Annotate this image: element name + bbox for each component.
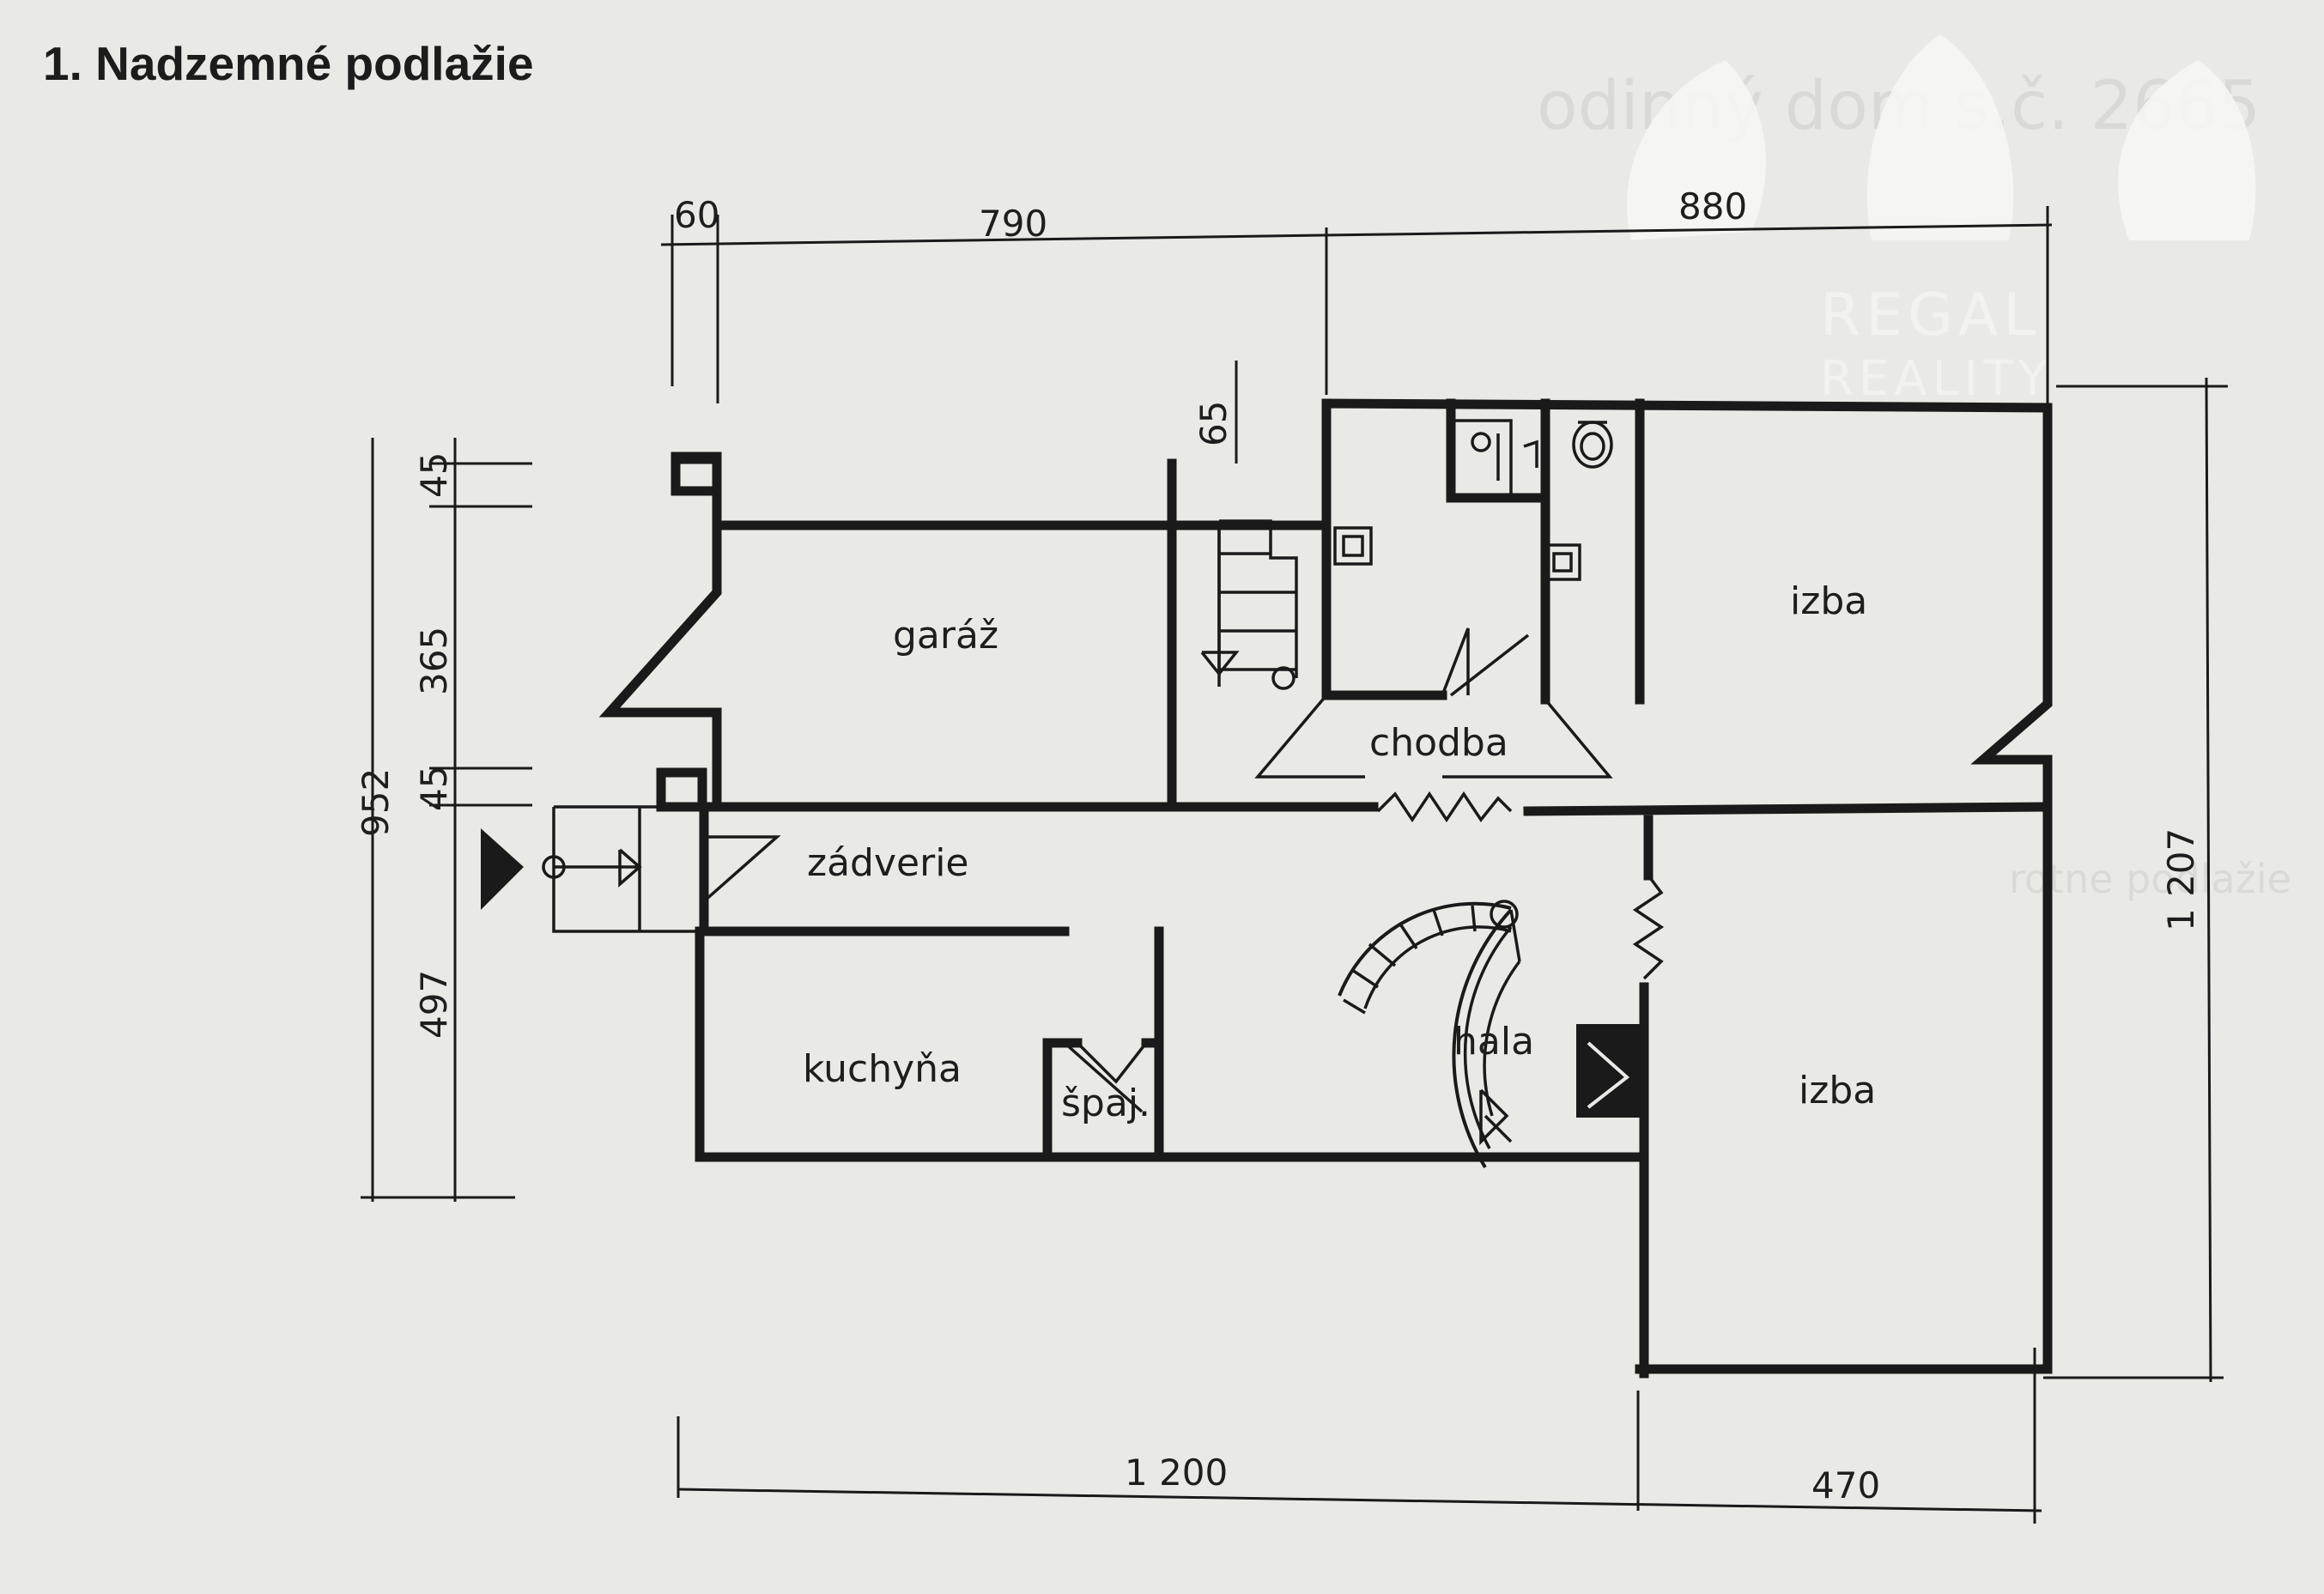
bleed-subheading: rotne podlažie: [2009, 856, 2291, 902]
room-hala-label: hala: [1453, 1020, 1534, 1064]
dim-left-952: 952: [355, 768, 397, 837]
dim-bottom-470: 470: [1811, 1464, 1880, 1506]
dim-top-880: 880: [1678, 185, 1747, 227]
dim-top-60: 60: [674, 194, 719, 236]
dim-left-365: 365: [413, 627, 455, 695]
watermark-line2: REALITY: [1820, 351, 2053, 407]
plan-details: [542, 419, 2049, 1169]
dim-stair-65: 65: [1192, 401, 1235, 446]
room-izba-bottom-label: izba: [1799, 1069, 1876, 1112]
room-izba-top-label: izba: [1790, 579, 1867, 623]
dim-bottom-1200: 1 200: [1125, 1452, 1228, 1494]
room-chodba-label: chodba: [1369, 721, 1508, 765]
dimension-lines: [361, 206, 2228, 1524]
page-title: 1. Nadzemné podlažie: [43, 37, 534, 90]
dim-top-790: 790: [979, 203, 1047, 245]
dim-left-45-top: 45: [413, 452, 455, 498]
dim-right-1207: 1 207: [2160, 828, 2202, 931]
room-garaz-label: garáž: [893, 614, 998, 658]
watermark-line1: REGAL: [1820, 282, 2041, 349]
dim-left-45-mid: 45: [413, 766, 455, 811]
room-kuchyna-label: kuchyňa: [803, 1047, 962, 1091]
dim-left-497: 497: [413, 970, 455, 1039]
entrance-arrow-icon: [481, 828, 524, 910]
regal-reality-watermark: REGAL REALITY: [1626, 34, 2256, 407]
room-zadverie-label: zádverie: [807, 841, 968, 885]
room-spaj-label: špaj.: [1061, 1082, 1150, 1125]
walls: [598, 398, 2053, 1379]
